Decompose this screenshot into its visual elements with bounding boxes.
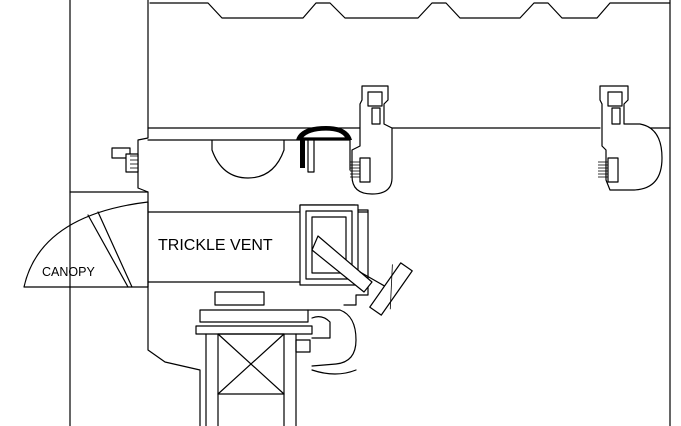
brush-seal-right [598,161,608,178]
glazing-bead-clip-right [598,85,663,191]
sash-head [195,291,357,375]
top-seal [296,126,352,173]
wall-outline [69,0,671,426]
roof-profile [149,2,671,19]
left-fixing-clip [111,147,139,173]
sash-timber [205,333,297,426]
canopy: CANOPY [23,201,149,288]
vent-knob-icon [359,262,413,316]
canopy-label: CANOPY [42,265,95,279]
brush-seal-middle [350,161,360,178]
trickle-vent: TRICKLE VENT [147,204,373,306]
glazing-bead-clip-middle [350,85,393,195]
trickle-vent-label: TRICKLE VENT [158,237,273,254]
